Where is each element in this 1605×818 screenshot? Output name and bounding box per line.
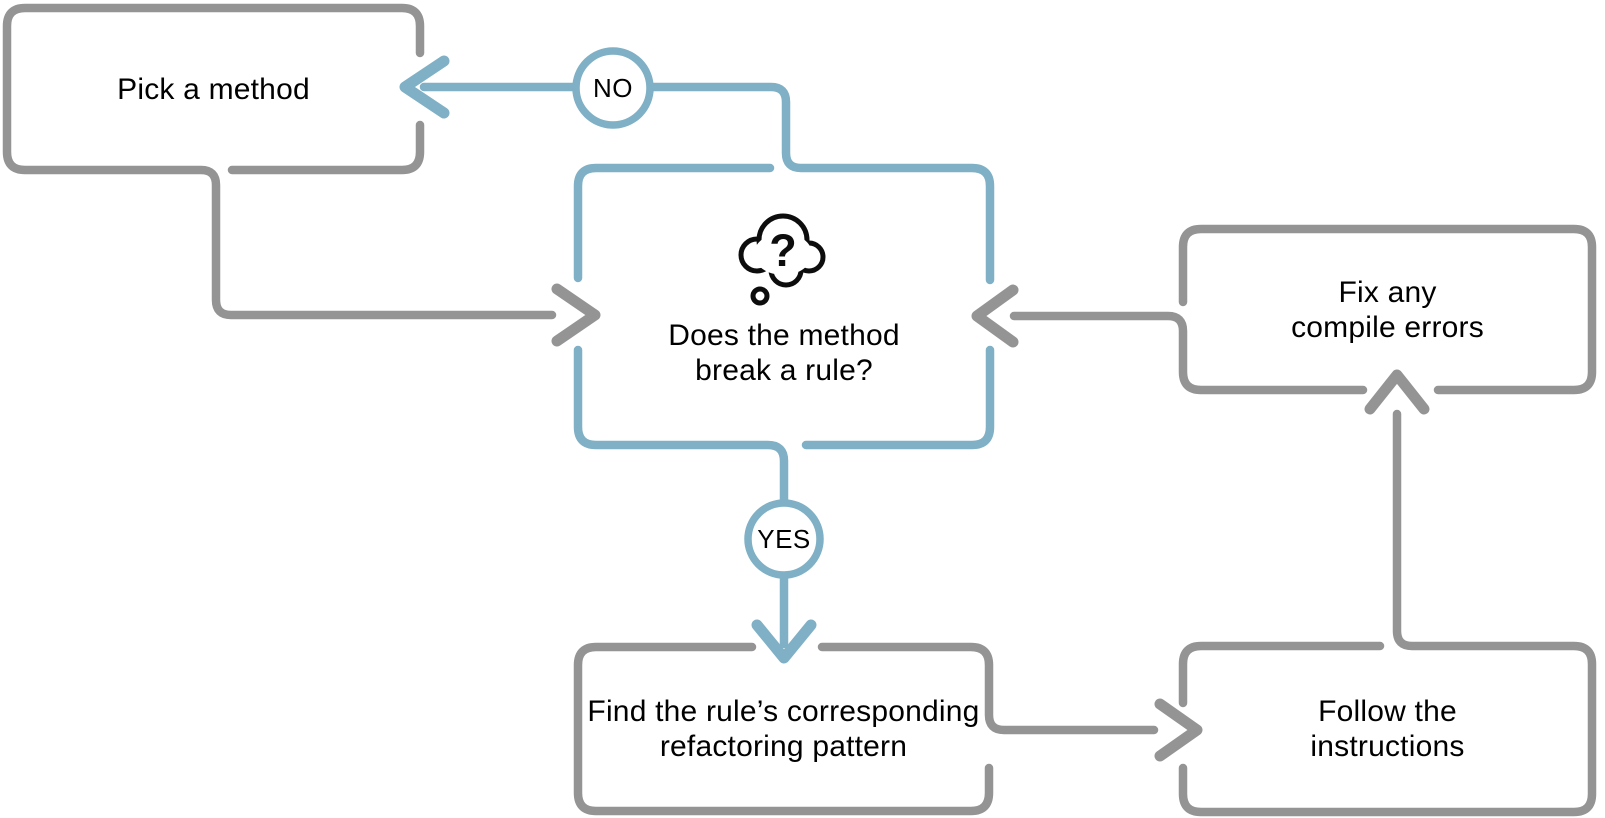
node-label-line: Find the rule’s corresponding [587, 695, 980, 728]
node-label-line: Follow the [1318, 695, 1457, 728]
node-label-line: compile errors [1291, 310, 1484, 344]
question-box-border-left-and-yes-connector [573, 163, 789, 649]
node-label-line: refactoring pattern [659, 730, 908, 763]
no-decision-circle [572, 47, 654, 129]
node-label-line: Pick a method [117, 72, 310, 106]
thought-bubble-tail-dot [750, 286, 770, 306]
node-label-line: Fix any [1338, 275, 1437, 309]
node-label-line: Does the method [668, 319, 900, 352]
no-decision-label: NO [593, 72, 633, 103]
pick-method-box-border-and-connector [2, 3, 557, 320]
fix-errors-box-border-and-connector [1009, 311, 1368, 395]
arrowhead-into-follow-instructions-icon [1154, 698, 1203, 762]
find-pattern-box-border-left [573, 642, 994, 816]
arrowhead-into-question-left-icon [551, 283, 601, 347]
node-find-pattern: Find the rule’s corresponding refactorin… [578, 647, 989, 811]
question-box-border-right-and-no-connector [419, 82, 995, 450]
fix-errors-box-border-top [1178, 224, 1597, 395]
node-label-line: instructions [1310, 730, 1465, 763]
follow-instructions-box-border-and-up-connector [1178, 409, 1597, 817]
thought-bubble-icon [738, 213, 826, 306]
yes-decision-circle [744, 499, 824, 579]
node-label-line: break a rule? [695, 354, 873, 387]
arrowhead-no-into-pick-method-icon [399, 55, 450, 119]
node-fix-errors: Fix any compile errors [1183, 229, 1592, 390]
follow-instructions-box-border-left [1178, 641, 1385, 708]
arrowhead-into-question-right-icon [971, 284, 1019, 348]
thought-bubble-question-mark: ? [769, 225, 797, 276]
node-question: Does the method break a rule? [578, 318, 990, 388]
node-pick-method: Pick a method [7, 8, 420, 170]
yes-decision-label: YES [757, 523, 811, 554]
arrowhead-up-into-fix-errors-icon [1364, 369, 1430, 415]
arrowhead-yes-into-find-pattern-icon [751, 619, 817, 664]
node-follow-instructions: Follow the instructions [1183, 646, 1592, 812]
find-pattern-box-border-and-right-connector [817, 642, 1159, 735]
